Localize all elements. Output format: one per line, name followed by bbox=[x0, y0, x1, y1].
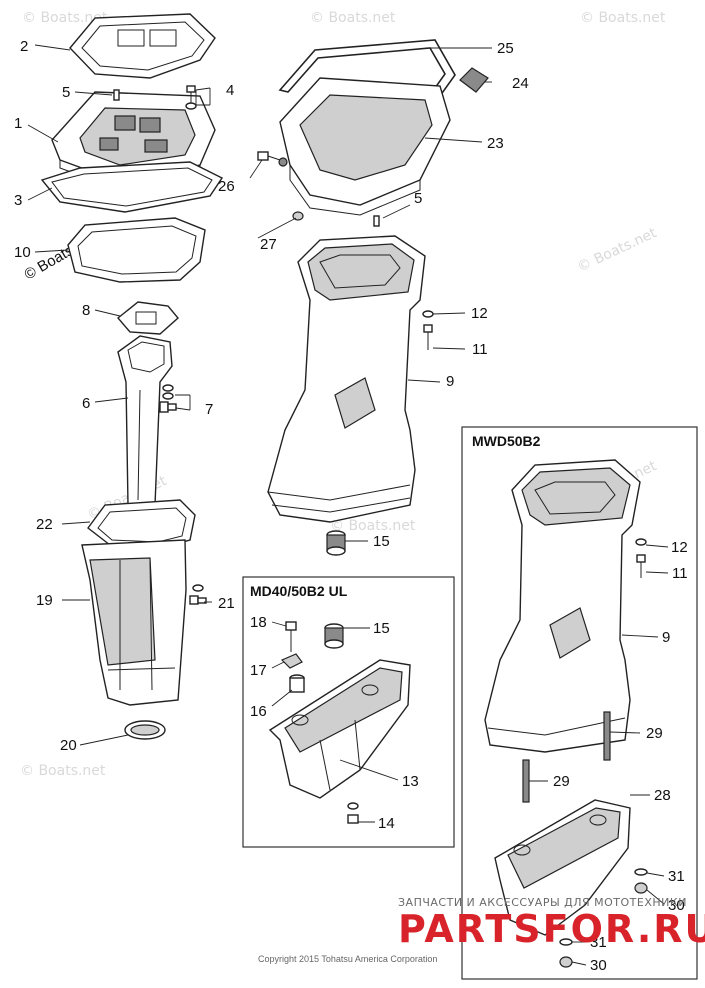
callout-10: 10 bbox=[14, 244, 31, 261]
nut-part-30 bbox=[634, 882, 648, 894]
exhaust-tube-part-6 bbox=[117, 335, 173, 511]
callout-5: 5 bbox=[62, 84, 70, 101]
callout-8: 8 bbox=[82, 302, 90, 319]
callout-23: 23 bbox=[487, 135, 504, 152]
inset-frame-mwd bbox=[461, 426, 698, 980]
bolt-part-11 bbox=[423, 324, 433, 350]
callout-24: 24 bbox=[512, 75, 529, 92]
lower-case-part-28 bbox=[494, 799, 631, 936]
callout-15: 15 bbox=[373, 533, 390, 550]
gasket-part-8 bbox=[116, 301, 179, 335]
callout-9: 9 bbox=[446, 373, 454, 390]
extension-case-part-9 bbox=[267, 235, 426, 523]
bolt-part-18 bbox=[285, 621, 297, 652]
drain-pan-part-23 bbox=[279, 77, 451, 216]
callout-25: 25 bbox=[497, 40, 514, 57]
callout-22: 22 bbox=[36, 516, 53, 533]
bushing-part-16 bbox=[289, 674, 305, 693]
callout-31-b: 31 bbox=[590, 934, 607, 951]
callout-19: 19 bbox=[36, 592, 53, 609]
inset-title-ul: MD40/50B2 UL bbox=[250, 583, 348, 599]
bolt-part-14 bbox=[347, 802, 359, 824]
copyright-notice: Copyright 2015 Tohatsu America Corporati… bbox=[258, 954, 437, 964]
callout-12-b: 12 bbox=[671, 539, 688, 556]
gasket-part-2 bbox=[69, 13, 216, 79]
watermark: © Boats.net bbox=[580, 10, 666, 26]
callout-18: 18 bbox=[250, 614, 267, 631]
adapter-plate-part-1 bbox=[51, 91, 216, 191]
leader-lines bbox=[27, 44, 669, 966]
callout-6: 6 bbox=[82, 395, 90, 412]
callout-15-b: 15 bbox=[373, 620, 390, 637]
callout-31: 31 bbox=[668, 868, 685, 885]
bolt-part-7 bbox=[159, 384, 177, 413]
callout-20: 20 bbox=[60, 737, 77, 754]
callout-2: 2 bbox=[20, 38, 28, 55]
seal-ring-part-20 bbox=[124, 720, 166, 740]
callout-11: 11 bbox=[472, 341, 488, 358]
stud-part-29-b bbox=[522, 759, 530, 803]
callout-11-b: 11 bbox=[672, 565, 688, 582]
washer-part-12 bbox=[422, 310, 434, 318]
callout-29-b: 29 bbox=[553, 773, 570, 790]
watermark: © Boats.net bbox=[330, 518, 416, 534]
nut-part-30-b bbox=[559, 956, 573, 968]
callout-4: 4 bbox=[226, 82, 234, 99]
screw-part-26 bbox=[257, 151, 288, 167]
branding-tagline: ЗАПЧАСТИ И АКСЕССУАРЫ ДЛЯ МОТОТЕХНИКИ bbox=[398, 896, 687, 909]
watermark: © Boats.net bbox=[20, 763, 106, 779]
callout-13: 13 bbox=[402, 773, 419, 790]
watermark: © Boats.net bbox=[575, 225, 660, 276]
branding-logo: PARTSFOR.RU bbox=[398, 907, 705, 951]
inset-title-mwd: MWD50B2 bbox=[472, 433, 541, 449]
callout-27: 27 bbox=[260, 236, 277, 253]
dowel-pin-part-5-b bbox=[373, 215, 380, 227]
lower-case-part-13 bbox=[268, 659, 411, 799]
bolt-part-11-b bbox=[636, 554, 646, 578]
gasket-part-10 bbox=[67, 217, 206, 283]
callout-26: 26 bbox=[218, 178, 235, 195]
clip-part-17 bbox=[280, 653, 303, 669]
callout-12: 12 bbox=[471, 305, 488, 322]
callout-30: 30 bbox=[668, 897, 685, 914]
callout-5-b: 5 bbox=[414, 190, 422, 207]
callout-28: 28 bbox=[654, 787, 671, 804]
partsfor-branding: ЗАПЧАСТИ И АКСЕССУАРЫ ДЛЯ МОТОТЕХНИКИ PA… bbox=[398, 896, 705, 951]
callout-16: 16 bbox=[250, 703, 267, 720]
washer-part-31 bbox=[634, 868, 648, 876]
watermark: © Boats.net bbox=[310, 10, 396, 26]
bolt-part-21 bbox=[189, 584, 207, 605]
stud-part-29 bbox=[603, 711, 611, 761]
callout-14: 14 bbox=[378, 815, 395, 832]
bolt-part-4 bbox=[185, 85, 197, 110]
callout-30-b: 30 bbox=[590, 957, 607, 974]
grommet-part-24 bbox=[459, 67, 489, 93]
gasket-part-3 bbox=[40, 161, 224, 213]
callout-21: 21 bbox=[218, 595, 235, 612]
watermark: © Boats.net bbox=[22, 10, 108, 26]
callout-17: 17 bbox=[250, 662, 267, 679]
washer-part-12-b bbox=[635, 538, 647, 546]
dowel-pin-part-5 bbox=[113, 89, 120, 101]
mount-part-15-b bbox=[324, 623, 344, 649]
inset-frame-ul bbox=[242, 576, 455, 848]
callout-1: 1 bbox=[14, 115, 22, 132]
callout-29: 29 bbox=[646, 725, 663, 742]
extension-case-part-9-b bbox=[484, 459, 641, 753]
mount-part-15 bbox=[326, 530, 346, 556]
callout-3: 3 bbox=[14, 192, 22, 209]
callout-9-b: 9 bbox=[662, 629, 670, 646]
callout-7: 7 bbox=[205, 401, 213, 418]
housing-part-19 bbox=[81, 539, 187, 706]
callout-labels: 2 5 4 1 3 10 8 6 7 25 24 23 26 27 5 12 1… bbox=[14, 38, 688, 974]
